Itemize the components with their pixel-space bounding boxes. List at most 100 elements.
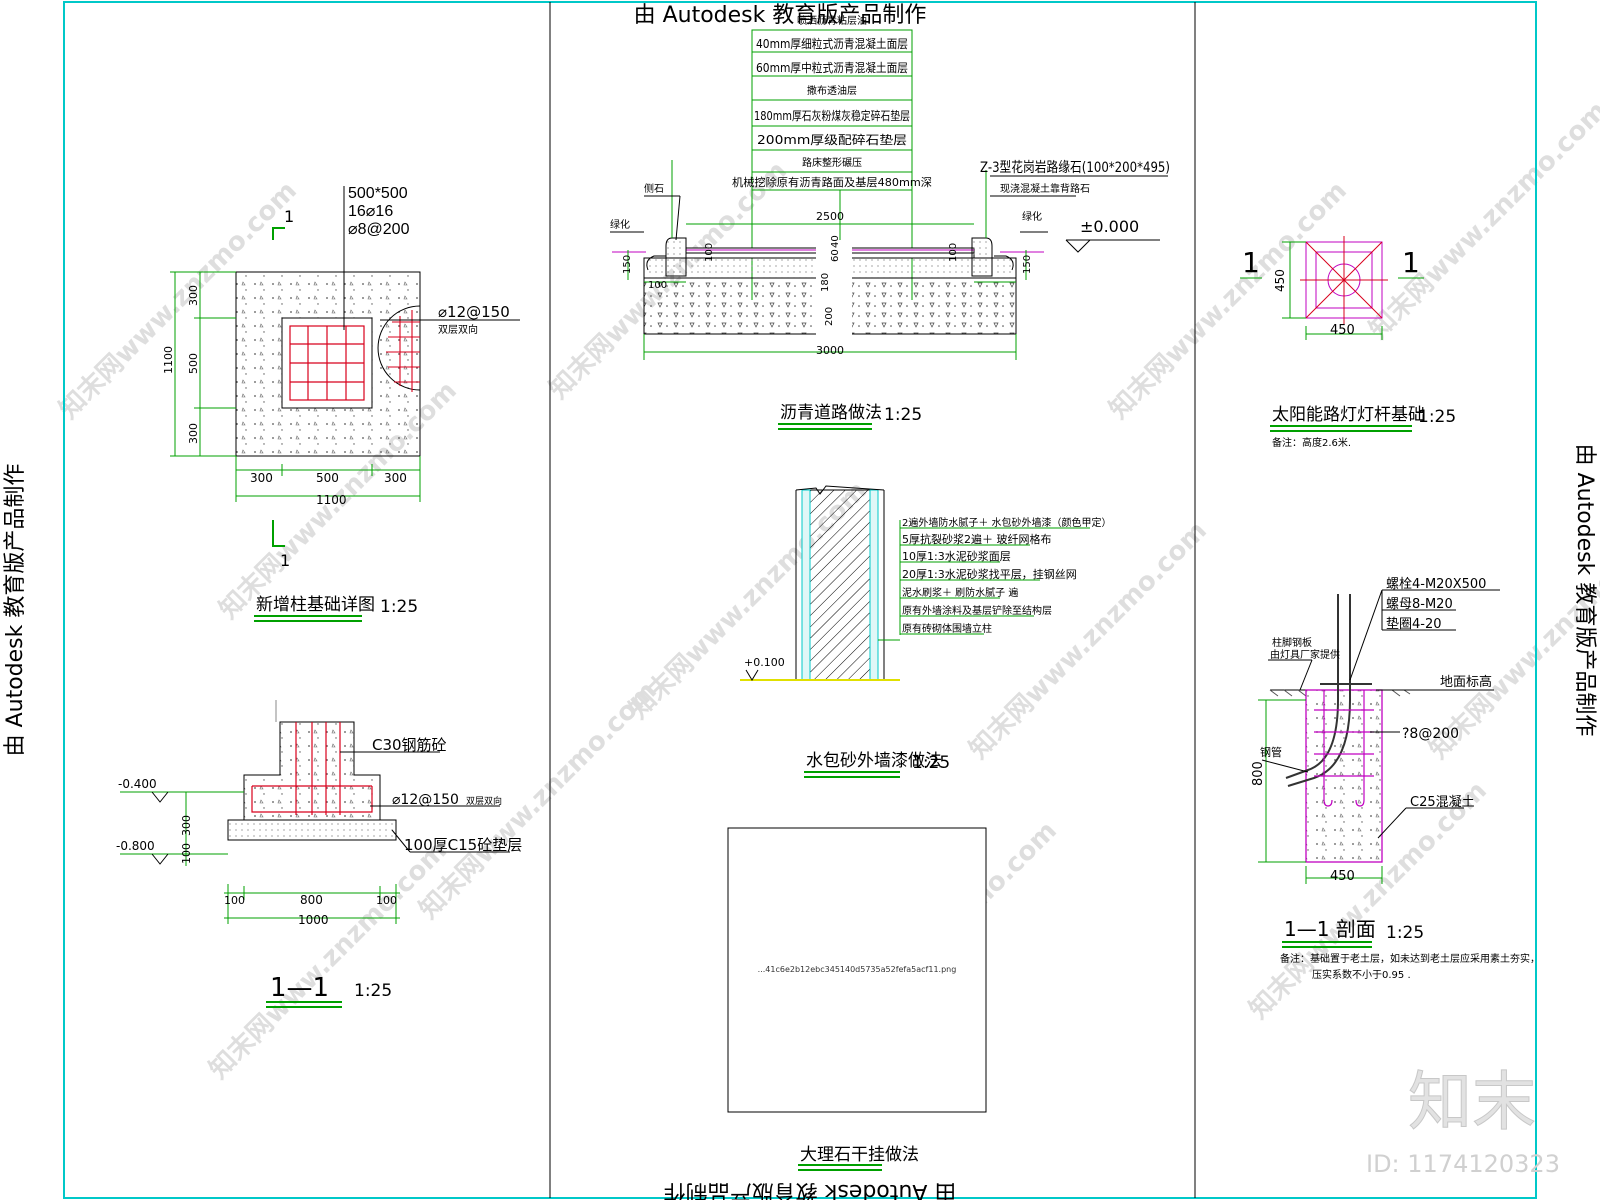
curb-note: 现浇混凝土靠背路石 bbox=[1000, 182, 1090, 195]
watermark-text: 知末网www.znzmo.com bbox=[1104, 176, 1353, 425]
solar-width-dim: 450 bbox=[1330, 869, 1355, 884]
side-dim-3: 150 bbox=[1022, 255, 1033, 274]
marble-image-placeholder: ...41c6e2b12ebc345140d5735a52fefa5acf11.… bbox=[758, 965, 957, 974]
title-underline bbox=[798, 1164, 882, 1171]
drawing-scale-solar: 1:25 bbox=[1418, 407, 1456, 427]
wall-layer-4: 20厚1:3水泥砂浆找平层，挂钢丝网 bbox=[902, 567, 1077, 581]
drawing-title-road: 沥青道路做法 bbox=[780, 403, 882, 423]
drawing-scale-footing-section: 1:25 bbox=[354, 981, 392, 1001]
cushion-label: 100厚C15砼垫层 bbox=[404, 836, 522, 854]
section-dim-v-2: 100 bbox=[180, 843, 193, 864]
road-width-dim: 2500 bbox=[816, 210, 844, 223]
footing-section-texts: C30钢筋砼 ⌀12@150 双层双向 100厚C15砼垫层 -0.400 -0… bbox=[116, 736, 522, 1003]
wall-level: +0.100 bbox=[744, 656, 785, 669]
drawing-scale-solar-section: 1:25 bbox=[1386, 923, 1424, 943]
dim-h-3: 300 bbox=[384, 471, 407, 485]
wall-texts: 2遍外墙防水腻子＋ 水包砂外墙漆（颜色甲定） 5厚抗裂砂浆2遍＋ 玻纤网格布 1… bbox=[744, 516, 1112, 773]
drawing-title-marble: 大理石干挂做法 bbox=[800, 1145, 919, 1165]
wall-layer-6: 原有外墙涂料及基层铲除至结构层 bbox=[902, 604, 1052, 617]
side-dim-1: 150 bbox=[622, 255, 633, 274]
bolt-spec-3: 垫圈4-20 bbox=[1386, 616, 1442, 632]
section-rebar-label: ⌀12@150 bbox=[392, 792, 459, 808]
drawing-title-wall: 水包砂外墙漆做法 bbox=[806, 751, 942, 771]
wall-layer-2: 5厚抗裂砂浆2遍＋ 玻纤网格布 bbox=[902, 532, 1052, 546]
road-total-dim: 3000 bbox=[816, 344, 844, 357]
stirrup-label: ?8@200 bbox=[1402, 726, 1459, 742]
solar-section-texts: 螺栓4-M20X500 螺母8-M20 垫圈4-20 柱脚钢板 由灯具厂家提供 … bbox=[1251, 577, 1540, 981]
dim-v-3: 300 bbox=[187, 423, 200, 444]
title-underline bbox=[1270, 425, 1412, 432]
road-layer-1: 喷洒沥青粘层油 bbox=[797, 14, 867, 27]
level-top: -0.400 bbox=[118, 777, 157, 791]
column-footing-texts: 1 1 500*500 16⌀16 ⌀8@200 ⌀12@150 双层双向 30… bbox=[162, 185, 510, 617]
column-spec-1: 500*500 bbox=[348, 185, 408, 202]
section-dim-h-total: 1000 bbox=[298, 913, 329, 927]
title-underline bbox=[254, 615, 362, 622]
plate-label-1: 柱脚钢板 bbox=[1272, 636, 1312, 649]
solar-dim-h: 450 bbox=[1330, 323, 1355, 338]
curb-label: Z-3型花岗岩路缘石(100*200*495) bbox=[980, 160, 1170, 176]
road-depth-2: 40 bbox=[830, 235, 841, 248]
section-dim-h-1: 100 bbox=[224, 894, 245, 907]
banner-right: 由 Autodesk 教育版产品制作 bbox=[1572, 444, 1597, 737]
ground-label: 地面标高 bbox=[1440, 674, 1492, 690]
mat-rebar-note: 双层双向 bbox=[438, 323, 478, 336]
drawing-scale-column-footing: 1:25 bbox=[380, 597, 418, 617]
road-layer-8: 机械挖除原有沥青路面及基层480mm深 bbox=[732, 175, 932, 189]
solar-section-mark-right: 1 bbox=[1402, 246, 1420, 279]
road-depth-4: 200 bbox=[824, 307, 835, 326]
concrete-label: C30钢筋砼 bbox=[372, 736, 447, 754]
curb-dim-right: 100 bbox=[948, 243, 959, 262]
level-bottom: -0.800 bbox=[116, 839, 155, 853]
bolt-spec-1: 螺栓4-M20X500 bbox=[1386, 577, 1486, 592]
column-footing-plan bbox=[170, 186, 520, 547]
solar-plan bbox=[1240, 236, 1424, 340]
dim-h-1: 300 bbox=[250, 471, 273, 485]
drawing-scale-road: 1:25 bbox=[884, 405, 922, 425]
title-underline bbox=[1282, 941, 1372, 948]
marble-image-frame bbox=[727, 827, 987, 1113]
wall-layer-5: 泥水刷浆＋ 刷防水腻子 遍 bbox=[902, 586, 1018, 599]
road-layer-4: 撒布透油层 bbox=[807, 84, 857, 97]
section-dim-h-3: 100 bbox=[376, 894, 397, 907]
road-layer-table bbox=[751, 29, 913, 300]
section-dim-v-1: 300 bbox=[180, 815, 193, 836]
column-rebar bbox=[289, 325, 365, 401]
pipe-label: 钢管 bbox=[1260, 745, 1282, 759]
watermark-text: 知末网www.znzmo.com bbox=[1364, 96, 1600, 345]
plate-label-2: 由灯具厂家提供 bbox=[1270, 648, 1340, 661]
level-label: ±0.000 bbox=[1080, 217, 1139, 236]
dim-h-total: 1100 bbox=[316, 493, 347, 507]
drawing-title-solar: 太阳能路灯灯杆基础 bbox=[1272, 405, 1425, 425]
title-underline bbox=[778, 423, 872, 430]
mat-rebar-label: ⌀12@150 bbox=[438, 303, 510, 321]
solar-depth-dim: 800 bbox=[1251, 761, 1266, 786]
green-right-label: 绿化 bbox=[1022, 210, 1042, 223]
drawing-title-column-footing: 新增柱基础详图 bbox=[256, 595, 375, 615]
wall-layer-3: 10厚1:3水泥砂浆面层 bbox=[902, 549, 1011, 563]
gutter-label: 侧石 bbox=[644, 182, 664, 195]
mat-rebar-detail bbox=[377, 305, 421, 392]
section-rebar-note: 双层双向 bbox=[466, 795, 502, 807]
road-depth-1: 60 bbox=[830, 249, 841, 262]
title-underline bbox=[266, 1001, 342, 1008]
column-spec-2: 16⌀16 bbox=[348, 203, 393, 220]
footing-section bbox=[120, 700, 510, 924]
banner-top: 由 Autodesk 教育版产品制作 bbox=[634, 3, 927, 28]
drawing-scale-wall: 1:25 bbox=[912, 753, 950, 773]
concrete-grade-label: C25混凝土 bbox=[1410, 794, 1475, 810]
road-section bbox=[610, 160, 1168, 360]
curb-dim-left: 100 bbox=[704, 243, 715, 262]
solar-note: 备注：高度2.6米. bbox=[1272, 436, 1351, 449]
watermark-text: 知末网www.znzmo.com bbox=[204, 836, 453, 1085]
section-dim-h-2: 800 bbox=[300, 893, 323, 907]
solar-section-mark-left: 1 bbox=[1242, 246, 1260, 279]
banner-left: 由 Autodesk 教育版产品制作 bbox=[3, 464, 28, 757]
title-underline bbox=[804, 771, 900, 778]
road-texts: 喷洒沥青粘层油 40mm厚细粒式沥青混凝土面层 60mm厚中粒式沥青混凝土面层 … bbox=[610, 14, 1170, 425]
solar-section-note-1: 备注：基础置于老土层，如未达到老土层应采用素土夯实， bbox=[1280, 952, 1540, 965]
road-layer-3: 60mm厚中粒式沥青混凝土面层 bbox=[756, 60, 908, 75]
solar-dim-v: 450 bbox=[1273, 269, 1287, 292]
dim-h-2: 500 bbox=[316, 471, 339, 485]
